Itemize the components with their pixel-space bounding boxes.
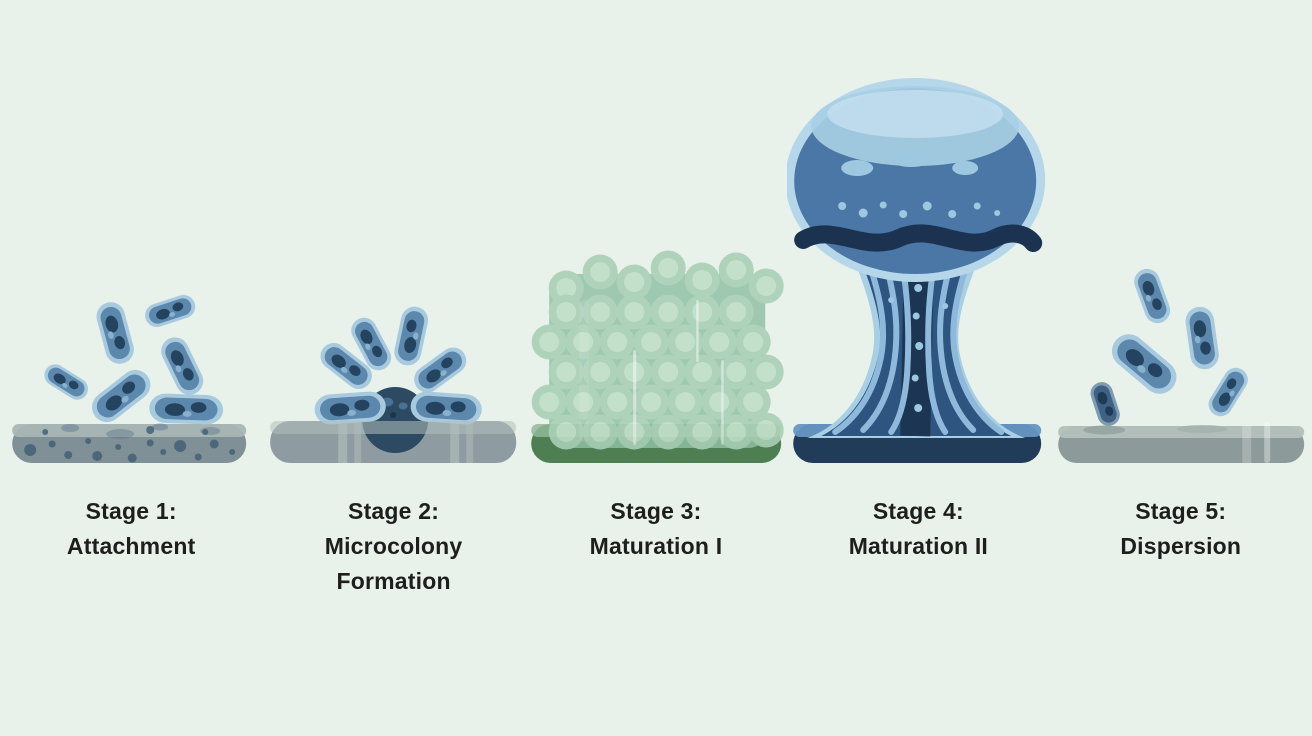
stage-2-subtitle: Microcolony Formation: [324, 533, 463, 594]
mushroom-biofilm-icon: [787, 78, 1046, 438]
stage-2-label: Stage 2: Microcolony Formation: [305, 494, 483, 599]
substrate-surface: [12, 423, 247, 463]
stage-3-illustration: [530, 250, 784, 463]
cap-dark-band: [794, 224, 1043, 252]
stage-5-subtitle: Dispersion: [1120, 533, 1242, 559]
biofilm-matrix: [531, 250, 784, 450]
planktonic-bacteria: [40, 291, 224, 429]
stage-4-title: Stage 4:: [872, 498, 964, 524]
stage-1-title: Stage 1:: [85, 498, 177, 524]
substrate-surface: [1057, 422, 1304, 463]
dispersing-bacteria: [1104, 265, 1252, 421]
stage-2-illustration: [270, 304, 517, 463]
stage-1-illustration: [12, 291, 247, 463]
stage-panel-4: Stage 4: Maturation II: [787, 0, 1049, 736]
stage-panel-3: Stage 3: Maturation I: [525, 0, 787, 736]
stage-5-label: Stage 5: Dispersion: [1092, 494, 1270, 564]
stage-panel-1: Stage 1: Attachment: [0, 0, 262, 736]
stage-1-subtitle: Attachment: [66, 533, 196, 559]
stage-3-label: Stage 3: Maturation I: [567, 494, 745, 564]
stage-4-label: Stage 4: Maturation II: [829, 494, 1007, 564]
stage-5-title: Stage 5:: [1135, 498, 1227, 524]
mushroom-cap: [787, 78, 1046, 282]
stage-3-subtitle: Maturation I: [589, 533, 723, 559]
stage-3-title: Stage 3:: [610, 498, 702, 524]
stage-4-subtitle: Maturation II: [848, 533, 989, 559]
stage-panel-2: Stage 2: Microcolony Formation: [262, 0, 524, 736]
stage-1-label: Stage 1: Attachment: [42, 494, 220, 564]
surface-top-highlight: [270, 421, 517, 434]
stage-panel-5: Stage 5: Dispersion: [1050, 0, 1312, 736]
stage-2-title: Stage 2:: [348, 498, 440, 524]
attached-bacterium: [1087, 379, 1123, 429]
surface-speckles: [24, 426, 236, 463]
stage-4-illustration: [787, 78, 1046, 463]
stage-5-illustration: [1057, 265, 1304, 463]
